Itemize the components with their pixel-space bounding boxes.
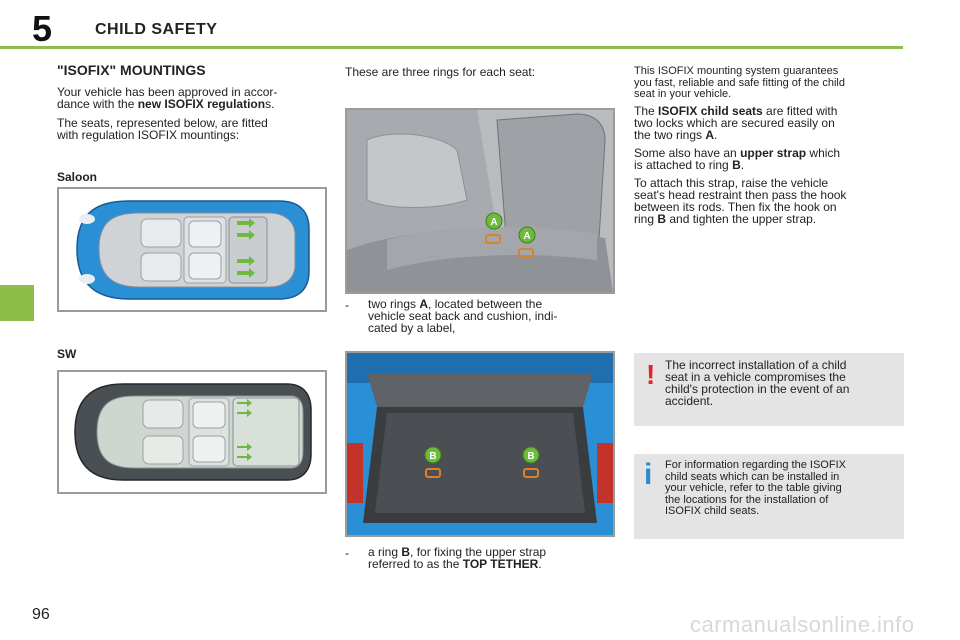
bullet-a-dash: - bbox=[345, 298, 349, 312]
rings-intro: These are three rings for each seat: bbox=[345, 65, 536, 79]
info-icon: i bbox=[644, 458, 653, 491]
warning-box: ! The incorrect installation of a child … bbox=[634, 353, 904, 426]
ring-a-marker-1: A bbox=[485, 212, 503, 244]
info-box: i For information regarding the ISOFIX c… bbox=[634, 454, 904, 539]
ring-b-marker-1: B bbox=[424, 446, 442, 478]
svg-text:B: B bbox=[527, 451, 534, 462]
ring-b-marker-2: B bbox=[522, 446, 540, 478]
chapter-title: CHILD SAFETY bbox=[95, 21, 218, 38]
warning-icon: ! bbox=[646, 359, 656, 390]
bullet-b-text: a ring B, for fixing the upper strap ref… bbox=[368, 545, 547, 571]
section-title: "ISOFIX" MOUNTINGS bbox=[57, 62, 206, 78]
bullet-b-dash: - bbox=[345, 546, 349, 560]
boot-illustration: B B bbox=[347, 353, 613, 535]
saloon-car-illustration bbox=[59, 189, 325, 310]
bullet-a-text: two rings A, located between the vehicle… bbox=[368, 297, 558, 335]
saloon-top-view-figure bbox=[57, 187, 327, 312]
rear-seat-illustration: A A bbox=[347, 110, 613, 292]
svg-text:B: B bbox=[429, 451, 436, 462]
right-paragraph-3: Some also have an upper strap which is a… bbox=[634, 146, 841, 172]
svg-text:A: A bbox=[523, 231, 530, 242]
boot-figure: B B bbox=[345, 351, 615, 537]
intro-paragraph-2: The seats, represented below, are fitted… bbox=[57, 116, 268, 142]
page-number: 96 bbox=[32, 606, 50, 623]
right-paragraph-1: This ISOFIX mounting system guarantees y… bbox=[634, 65, 845, 100]
info-text: For information regarding the ISOFIX chi… bbox=[665, 459, 846, 517]
sw-top-view-figure bbox=[57, 370, 327, 494]
chapter-number: 5 bbox=[32, 8, 53, 49]
chapter-side-tab bbox=[0, 285, 34, 321]
right-paragraph-4: To attach this strap, raise the vehicle … bbox=[634, 176, 847, 226]
ring-a-marker-2: A bbox=[518, 226, 536, 258]
intro-paragraph-1: Your vehicle has been approved in accor-… bbox=[57, 85, 278, 111]
warning-text: The incorrect installation of a child se… bbox=[665, 358, 850, 408]
sw-label: SW bbox=[57, 347, 77, 361]
header-rule bbox=[0, 46, 903, 49]
watermark-text: carmanualsonline.info bbox=[690, 612, 915, 637]
saloon-label: Saloon bbox=[57, 170, 98, 184]
sw-car-illustration bbox=[59, 372, 325, 492]
rear-seat-figure: A A bbox=[345, 108, 615, 294]
svg-text:A: A bbox=[490, 217, 497, 228]
right-paragraph-2: The ISOFIX child seats are fitted with t… bbox=[634, 104, 838, 142]
